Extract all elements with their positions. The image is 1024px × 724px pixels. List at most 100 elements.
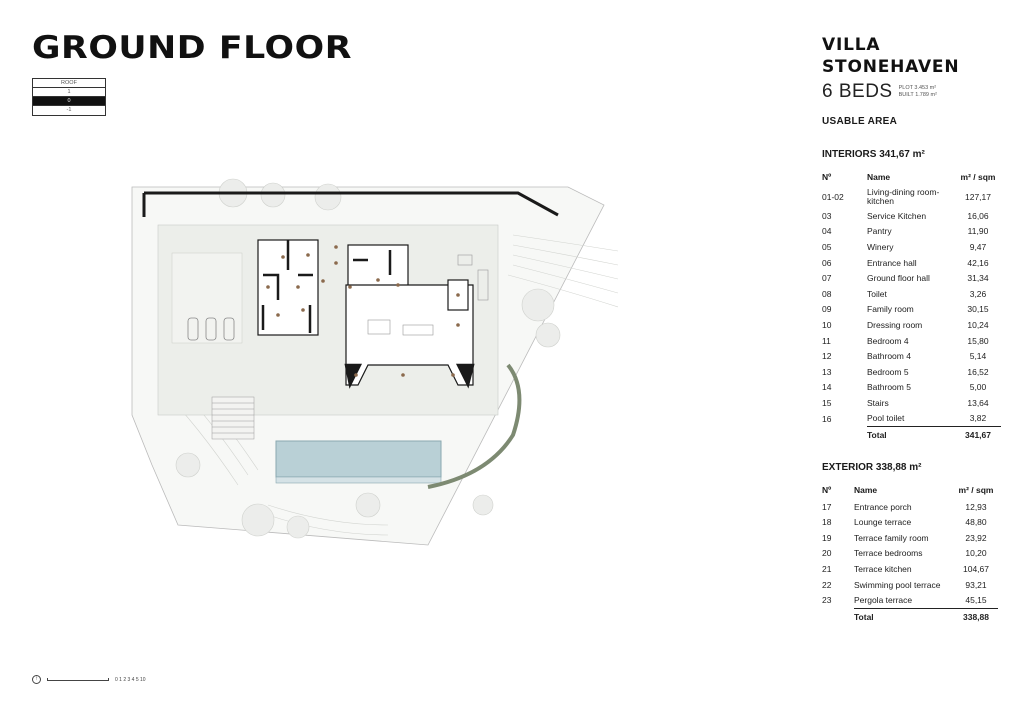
cell-area: 16,06: [967, 210, 989, 221]
cell-name: Terrace kitchen: [854, 564, 912, 575]
cell-num: 14: [822, 382, 832, 393]
boundary-wall: [142, 191, 559, 217]
total-label: Total: [854, 607, 954, 624]
cell-area: 12,93: [965, 501, 987, 512]
level-0-active[interactable]: 0: [33, 97, 105, 106]
cell-num: 23: [822, 595, 832, 606]
cell-num: 04: [822, 226, 832, 237]
villa-name-line2: STONEHAVEN: [822, 57, 960, 77]
total-value: 338,88: [954, 607, 998, 624]
north-arrow-icon: ↑: [32, 675, 41, 684]
table-row: 04 Pantry 11,90: [822, 224, 1001, 240]
level-minus-1[interactable]: -1: [66, 107, 72, 113]
table-row: 17 Entrance porch 12,93: [822, 499, 998, 515]
table-header-row: Nº Name m² / sqm: [822, 483, 998, 499]
cell-name: Bathroom 5: [867, 382, 911, 393]
exterior-heading: EXTERIOR 338,88 m²: [822, 461, 922, 473]
cell-area: 10,20: [965, 548, 987, 559]
cell-area: 104,67: [963, 564, 989, 575]
cell-area: 127,17: [965, 192, 991, 202]
cell-num: 16: [822, 413, 832, 424]
cell-name: Pergola terrace: [854, 595, 913, 606]
total-value: 341,67: [955, 425, 1001, 442]
total-label: Total: [867, 425, 955, 442]
cell-name: Family room: [867, 304, 914, 315]
col-area-header: m² / sqm: [958, 484, 994, 495]
cell-area: 3,82: [969, 413, 987, 424]
cell-area: 13,64: [967, 397, 989, 408]
parked-cars: [187, 317, 235, 341]
cell-area: 3,26: [969, 288, 987, 299]
cell-name: Toilet: [867, 288, 887, 299]
villa-name-line1: VILLA: [822, 35, 881, 55]
scale-bar-label: 0 1 2 3 4 5 10: [115, 676, 146, 683]
cell-area: 9,47: [969, 241, 987, 252]
exterior-table: Nº Name m² / sqm 17 Entrance porch 12,93 18…: [822, 483, 998, 624]
cell-area: 16,52: [967, 366, 989, 377]
cell-name: Pantry: [867, 226, 892, 237]
cell-area: 42,16: [967, 257, 989, 268]
cell-name: Winery: [867, 241, 894, 252]
cell-name: Service Kitchen: [867, 210, 927, 221]
col-num-header: Nº: [822, 172, 832, 182]
cell-name: Entrance hall: [867, 257, 917, 268]
level-roof[interactable]: ROOF: [33, 79, 105, 88]
col-num-header: Nº: [822, 484, 832, 495]
beds-row: 6 BEDS PLOT 3.453 m² BUILT 1.789 m²: [822, 81, 1008, 103]
cell-num: 08: [822, 288, 832, 299]
floor-plan: [131, 178, 618, 546]
table-row: 21 Terrace kitchen 104,67: [822, 561, 998, 577]
cell-num: 05: [822, 241, 832, 252]
cell-name: Living-dining room-kitchen: [867, 187, 940, 206]
table-row: 08 Toilet 3,26: [822, 286, 1001, 302]
cell-name: Bedroom 4: [867, 335, 909, 346]
col-area-header: m² / sqm: [960, 172, 996, 182]
plot-info: PLOT 3.453 m² BUILT 1.789 m²: [899, 85, 937, 99]
cell-area: 48,80: [965, 517, 987, 528]
plot-area: PLOT 3.453 m²: [898, 85, 937, 91]
level-1[interactable]: 1: [33, 88, 105, 97]
cell-area: 45,15: [965, 595, 987, 606]
beds-count: 6 BEDS: [822, 81, 893, 102]
col-name-header: Name: [854, 484, 878, 495]
cell-num: 19: [822, 532, 832, 543]
interior-walls: [261, 240, 475, 389]
cell-num: 18: [822, 517, 832, 528]
cell-num: 11: [822, 335, 831, 346]
scale-bar: ↑ 0 1 2 3 4 5 10: [32, 675, 146, 684]
usable-area-title: USABLE AREA: [822, 116, 898, 127]
cell-name: Bedroom 5: [867, 366, 909, 377]
interiors-heading: INTERIORS 341,67 m²: [822, 149, 925, 160]
table-row: 23 Pergola terrace 45,15: [822, 592, 998, 608]
cell-area: 10,24: [967, 319, 989, 330]
cell-name: Entrance porch: [854, 501, 912, 512]
level-selector[interactable]: ROOF 1 0 -1: [32, 78, 106, 116]
cell-num: 10: [822, 319, 832, 330]
hedge: [427, 363, 522, 489]
cell-area: 5,14: [969, 351, 987, 362]
cell-num: 07: [822, 273, 832, 284]
cell-num: 20: [822, 548, 832, 559]
cell-num: 15: [822, 397, 832, 408]
cell-area: 11,90: [967, 226, 989, 237]
cell-num: 21: [822, 564, 832, 575]
cell-num: 22: [822, 579, 832, 590]
cell-num: 17: [822, 501, 832, 512]
swimming-pool: [275, 440, 442, 478]
